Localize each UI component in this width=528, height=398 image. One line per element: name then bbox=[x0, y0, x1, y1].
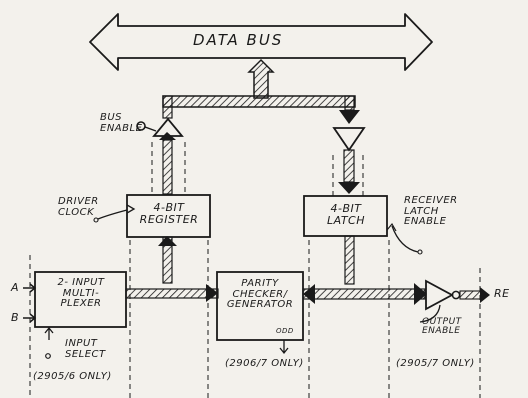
note-2906-7: (2906/7 ONLY) bbox=[225, 358, 304, 369]
bus-enable-wire bbox=[144, 126, 157, 132]
output-arrow bbox=[480, 287, 490, 303]
option-boundaries bbox=[29, 142, 481, 398]
mux-label: 2- INPUT MULTI- PLEXER bbox=[57, 277, 105, 309]
lower-bus bbox=[302, 288, 426, 300]
note-2905-6: (2905/6 ONLY) bbox=[33, 371, 112, 382]
latch-label: 4-BIT LATCH bbox=[326, 202, 366, 227]
register-label: 4-BIT REGISTER bbox=[139, 201, 199, 226]
input-select-wire bbox=[44, 326, 54, 340]
output-enable-wire bbox=[419, 304, 441, 323]
driver-clock-label: DRIVER CLOCK bbox=[58, 196, 99, 218]
receiver-latch-enable-label: RECEIVER LATCH ENABLE bbox=[404, 195, 458, 227]
receiver-latch-arrow bbox=[338, 182, 360, 194]
data-bus-arrow bbox=[89, 13, 433, 71]
odd-output-wire bbox=[279, 340, 289, 355]
lower-bus-right-arrow bbox=[414, 283, 427, 305]
input-select-label: INPUT SELECT bbox=[65, 338, 106, 360]
input-b-label: B bbox=[11, 311, 20, 324]
latch-enable-wire bbox=[391, 225, 419, 253]
input-b-arrow bbox=[23, 313, 37, 323]
driver-link bbox=[162, 95, 173, 119]
input-a-label: A bbox=[11, 281, 20, 294]
data-bus-title: DATA BUS bbox=[193, 31, 284, 49]
receiver-down-arrow bbox=[339, 110, 360, 124]
bus-enable-label: BUS ENABLE bbox=[100, 112, 143, 134]
mux-output-bus bbox=[125, 288, 219, 299]
register-clock-marker bbox=[126, 204, 136, 214]
bus-bar bbox=[162, 95, 356, 108]
output-buffer bbox=[425, 279, 454, 311]
receiver-to-latch bbox=[343, 149, 355, 183]
latch-down-link bbox=[344, 235, 355, 285]
parity-box bbox=[216, 271, 304, 341]
receiver-buffer bbox=[332, 127, 366, 152]
bus-enable-bubble bbox=[136, 121, 146, 131]
re-label: RE bbox=[494, 287, 510, 300]
register-to-driver bbox=[162, 139, 173, 195]
driver-clock-wire bbox=[97, 209, 128, 220]
latch-enable-dot bbox=[417, 249, 423, 255]
output-enable-label: OUTPUT ENABLE bbox=[422, 317, 462, 337]
odd-label: ODD bbox=[276, 327, 294, 335]
input-select-dot bbox=[45, 353, 51, 359]
output-bus bbox=[459, 290, 483, 300]
note-2905-7: (2905/7 ONLY) bbox=[396, 358, 475, 369]
input-a-arrow bbox=[23, 283, 37, 293]
driver-up-arrow bbox=[159, 132, 176, 140]
mux-output-arrow bbox=[206, 284, 218, 302]
register-up-arrow bbox=[158, 236, 177, 246]
latch-enable-arrow bbox=[386, 222, 397, 232]
receiver-link bbox=[344, 95, 355, 111]
mux-box bbox=[34, 271, 127, 328]
parity-label: PARITY CHECKER/ GENERATOR bbox=[226, 278, 294, 310]
driver-clock-dot bbox=[93, 217, 99, 223]
bus-stub bbox=[247, 58, 275, 99]
